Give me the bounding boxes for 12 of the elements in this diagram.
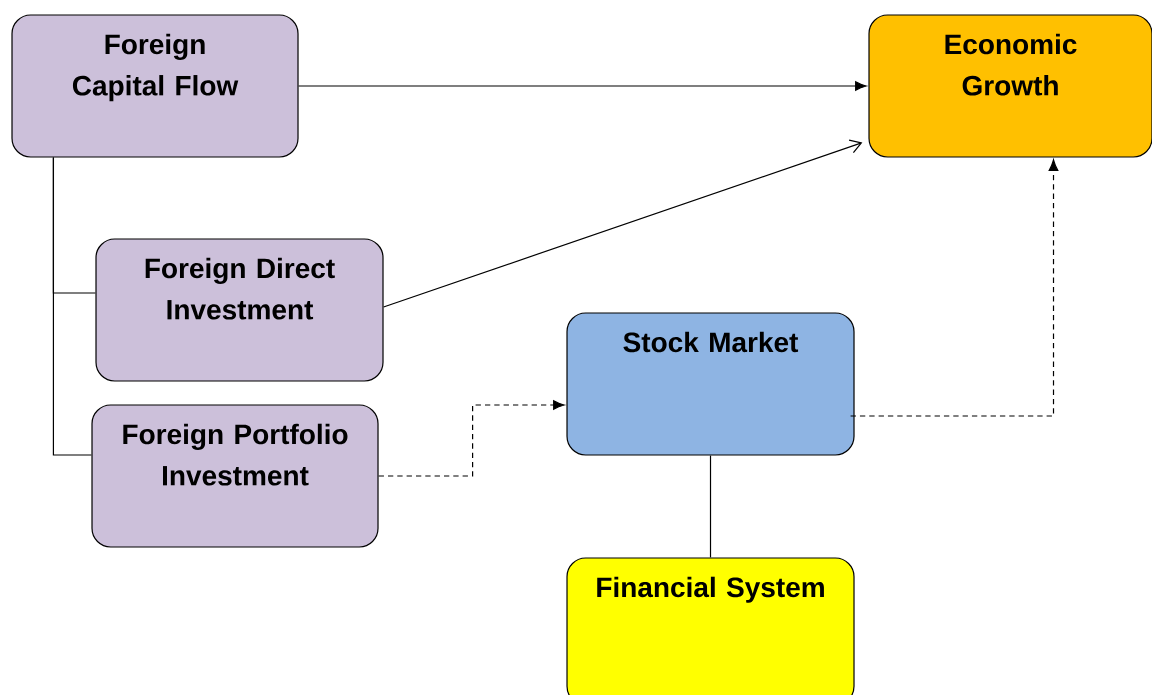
- process-box: Foreign Direct Investment: [95, 238, 384, 382]
- arrow: [378, 400, 565, 477]
- process-box: Stock Market: [566, 312, 855, 456]
- arrow: [298, 81, 867, 91]
- process-box: Foreign Capital Flow: [11, 14, 299, 158]
- arrow: [383, 139, 863, 308]
- process-box: Economic Growth: [868, 14, 1152, 158]
- connector-line: [709, 455, 712, 558]
- connector-line: [52, 157, 92, 456]
- process-box: Financial System: [566, 557, 855, 695]
- process-box: Foreign Portfolio Investment: [91, 404, 379, 548]
- arrow: [850, 159, 1059, 417]
